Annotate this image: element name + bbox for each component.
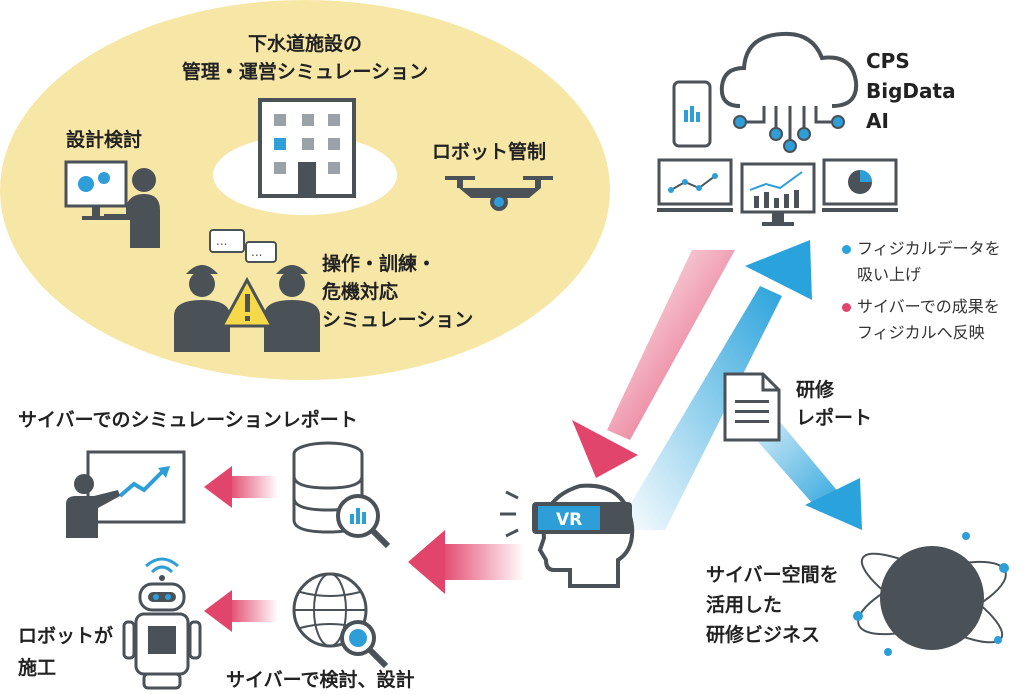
robot-icon <box>122 557 202 690</box>
legend-item2-line2: フィジカルへ反映 <box>857 323 985 342</box>
red-dot-icon <box>842 303 851 312</box>
design-review-label: 設計検討 <box>66 129 143 151</box>
workers-warning-icon: ... ... <box>174 229 320 352</box>
blue-dot-icon <box>842 245 851 254</box>
simulation-report-label: サイバーでのシミュレーションレポート <box>18 409 358 431</box>
facility-title-line1: 下水道施設の <box>247 33 362 55</box>
building-icon <box>258 98 356 198</box>
facility-title-line2: 管理・運営シミュレーション <box>181 61 429 83</box>
globe-network-icon <box>853 532 1009 656</box>
business-line3: 研修ビジネス <box>706 624 821 646</box>
training-report-line1: 研修 <box>796 379 835 401</box>
arrow-blue-up <box>615 240 812 530</box>
cloud-line2: BigData <box>866 79 956 103</box>
legend-item-cyber: サイバーでの成果を <box>842 294 1001 320</box>
training-report-label: 研修 レポート <box>796 376 872 432</box>
drone-icon <box>445 176 553 211</box>
robot-construction-line1: ロボットが <box>18 625 114 647</box>
document-icon <box>723 372 781 442</box>
vr-label: VR <box>556 510 582 530</box>
legend-item1-line1: フィジカルデータを <box>857 239 1001 258</box>
facility-simulation-title: 下水道施設の 管理・運営シミュレーション <box>180 30 430 86</box>
globe-search-icon <box>292 572 389 669</box>
arrow-red-left-bottom <box>204 590 278 632</box>
arrow-red-down <box>572 250 735 478</box>
training-line1: 操作・訓練・ <box>322 253 437 275</box>
phone-icon <box>672 80 712 148</box>
cloud-network-icon <box>719 31 859 153</box>
cloud-label: CPS BigData AI <box>866 46 956 136</box>
designer-monitor-icon <box>64 160 160 248</box>
arrow-red-left-top <box>204 466 278 508</box>
cloud-line3: AI <box>866 109 889 133</box>
training-line3: シミュレーション <box>322 309 474 331</box>
business-line1: サイバー空間を <box>706 564 839 586</box>
legend-item2-line1: サイバーでの成果を <box>857 297 1000 316</box>
robot-control-label: ロボット管制 <box>432 141 547 163</box>
monitor-pie-chart-icon <box>822 158 898 212</box>
training-line2: 危機対応 <box>322 281 399 303</box>
robot-construction-line2: 施工 <box>18 657 57 679</box>
arrow-red-left-large <box>408 530 525 594</box>
training-simulation-label: 操作・訓練・ 危機対応 シミュレーション <box>322 250 473 334</box>
vr-head-icon: VR <box>500 483 635 588</box>
legend-item1-line2: 吸い上げ <box>857 265 922 284</box>
legend-item-physical: フィジカルデータを <box>842 236 1001 262</box>
legend: フィジカルデータを 吸い上げ サイバーでの成果を フィジカルへ反映 <box>842 236 1001 346</box>
monitor-line-chart-icon <box>657 158 733 212</box>
database-search-icon <box>292 441 391 549</box>
cyber-design-label: サイバーで検討、設計 <box>226 669 415 691</box>
svg-text:...: ... <box>216 234 227 248</box>
presentation-board-icon <box>66 450 186 538</box>
monitor-bar-chart-icon <box>740 162 816 226</box>
svg-text:...: ... <box>251 245 262 259</box>
training-business-label: サイバー空間を 活用した 研修ビジネス <box>706 560 839 650</box>
training-report-line2: レポート <box>796 407 873 429</box>
business-line2: 活用した <box>706 594 783 616</box>
cloud-line1: CPS <box>866 49 910 73</box>
robot-construction-label: ロボットが 施工 <box>18 620 113 684</box>
